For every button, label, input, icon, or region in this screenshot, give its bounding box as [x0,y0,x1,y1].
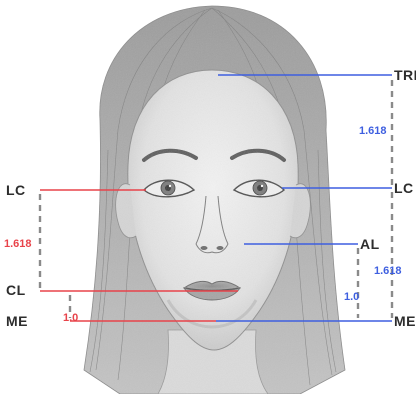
ratio-left-upper: 1.618 [4,238,32,250]
label-right-tri: TRI [394,67,416,83]
label-left-me: ME [6,313,28,329]
pencil-sketch-face-icon [84,6,345,394]
label-right-me: ME [394,313,416,329]
label-left-lc: LC [6,182,26,198]
ratio-right-upper: 1.618 [359,125,387,137]
label-right-al: AL [360,236,380,252]
ratio-right-middle: 1.618 [374,265,402,277]
label-left-cl: CL [6,282,26,298]
ratio-right-lower: 1.0 [344,291,359,303]
label-right-lc: LC [394,180,414,196]
ratio-left-lower: 1.0 [63,312,78,324]
